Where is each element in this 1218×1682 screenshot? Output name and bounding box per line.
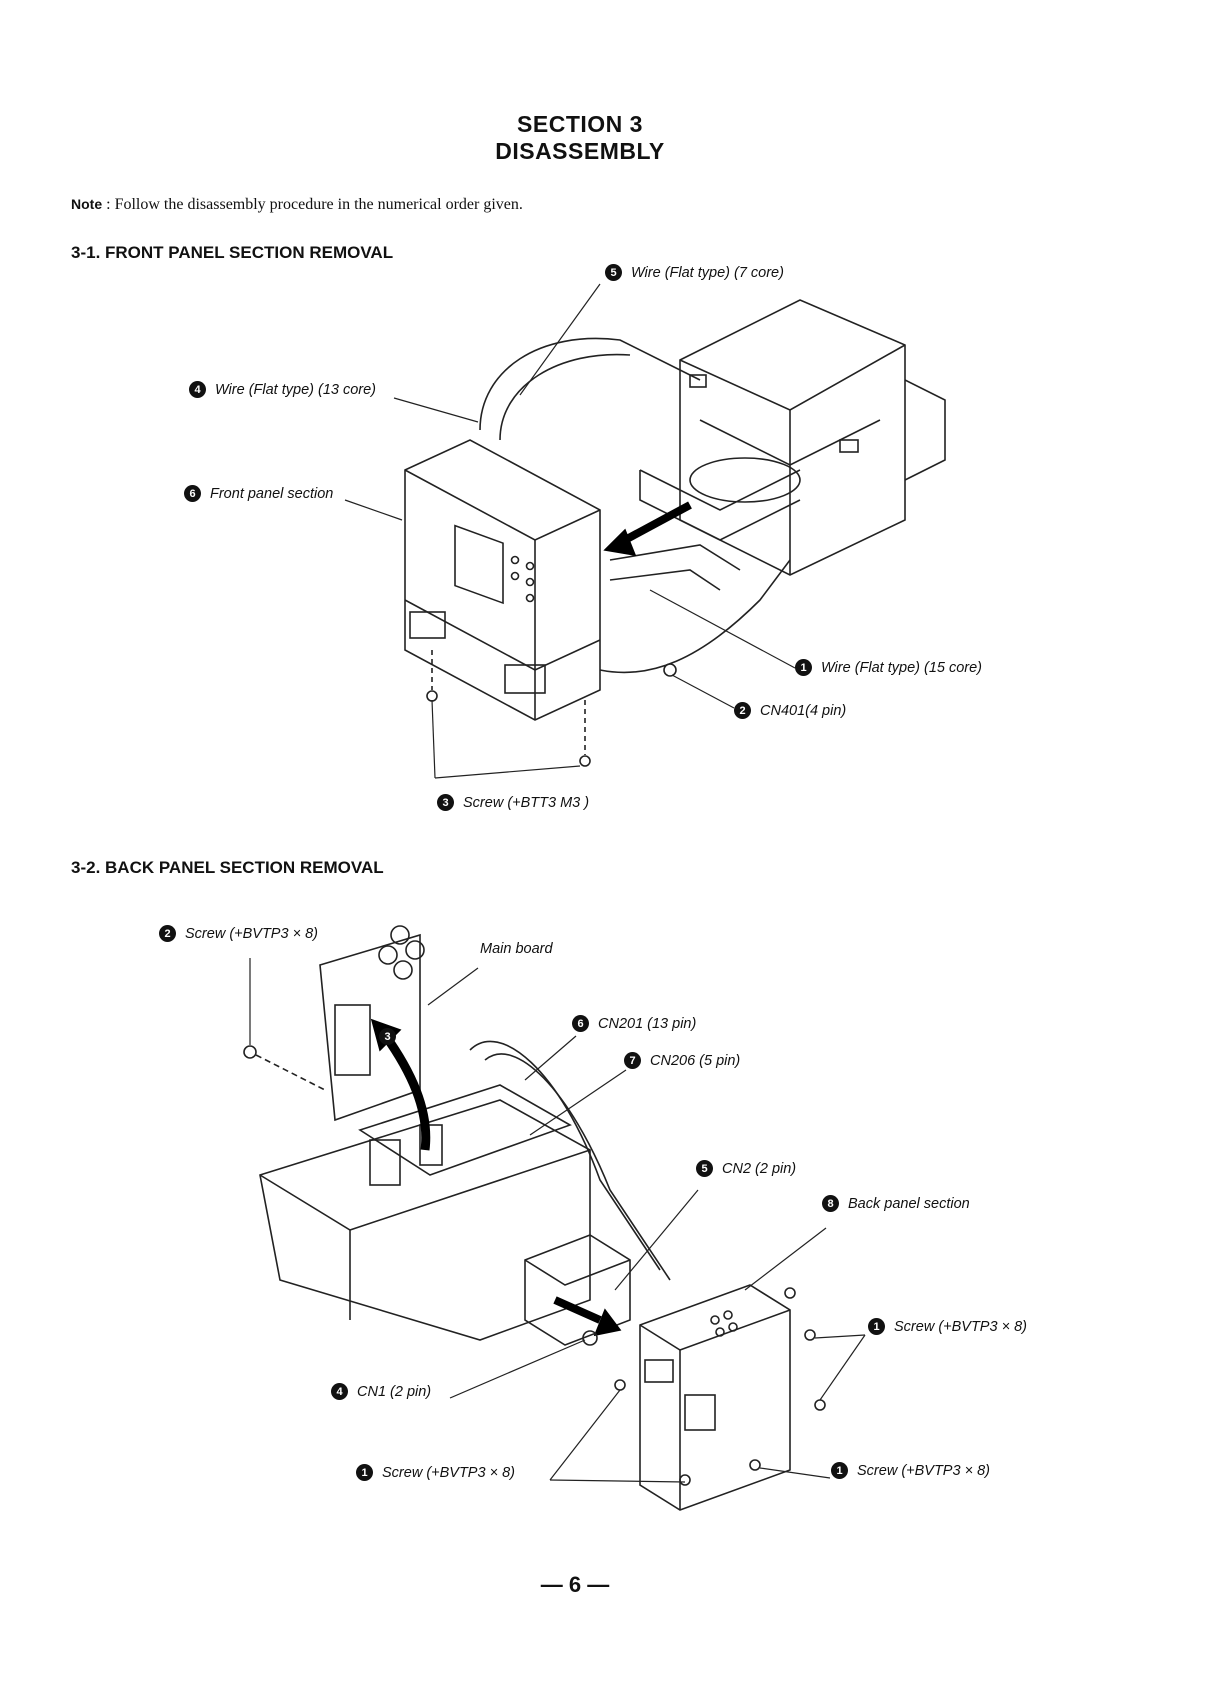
step-number: 7 bbox=[624, 1052, 641, 1069]
front-panel-drawing bbox=[404, 299, 946, 767]
callout-screw-main-board: 2 Screw (+BVTP3 × 8) bbox=[159, 925, 318, 942]
note-label: Note bbox=[71, 196, 103, 212]
step-number: 4 bbox=[189, 381, 206, 398]
callout-wire-13-core: 4 Wire (Flat type) (13 core) bbox=[189, 381, 376, 398]
back-panel-heading: 3-2. BACK PANEL SECTION REMOVAL bbox=[71, 858, 384, 877]
callout-text: Screw (+BVTP3 × 8) bbox=[857, 1462, 990, 1479]
step-number: 6 bbox=[184, 485, 201, 502]
callout-cn206: 7 CN206 (5 pin) bbox=[624, 1052, 740, 1069]
callout-text: CN401(4 pin) bbox=[760, 702, 847, 719]
step-number: 3 bbox=[437, 794, 454, 811]
procedure-note: Note : Follow the disassembly procedure … bbox=[71, 196, 523, 214]
step-number: 1 bbox=[831, 1462, 848, 1479]
callout-screw-back-bottom: 1 Screw (+BVTP3 × 8) bbox=[831, 1462, 990, 1479]
step-number: 5 bbox=[605, 264, 622, 281]
callout-wire-7-core: 5 Wire (Flat type) (7 core) bbox=[605, 264, 784, 281]
step-number: 3 bbox=[379, 1028, 396, 1045]
front-panel-heading: 3-1. FRONT PANEL SECTION REMOVAL bbox=[71, 243, 394, 262]
callout-screw-back-left: 1 Screw (+BVTP3 × 8) bbox=[356, 1464, 515, 1481]
back-panel-leaders bbox=[249, 958, 866, 1483]
callout-back-panel-section: 8 Back panel section bbox=[822, 1195, 970, 1212]
callout-cn1: 4 CN1 (2 pin) bbox=[331, 1383, 431, 1400]
callout-text: CN201 (13 pin) bbox=[598, 1015, 697, 1032]
callout-cn2: 5 CN2 (2 pin) bbox=[696, 1160, 796, 1177]
callout-text: Screw (+BVTP3 × 8) bbox=[185, 925, 318, 942]
step-number: 6 bbox=[572, 1015, 589, 1032]
back-panel-drawing bbox=[243, 925, 826, 1511]
section-title: DISASSEMBLY bbox=[495, 138, 665, 164]
callout-text: CN2 (2 pin) bbox=[722, 1160, 797, 1177]
callout-screw-back-right: 1 Screw (+BVTP3 × 8) bbox=[868, 1318, 1027, 1335]
step-number: 1 bbox=[356, 1464, 373, 1481]
callout-cn401: 2 CN401(4 pin) bbox=[734, 702, 846, 719]
section-number: SECTION 3 bbox=[517, 111, 643, 137]
callout-screw-btt3: 3 Screw (+BTT3 M3 ) bbox=[437, 794, 589, 811]
callout-text: Front panel section bbox=[210, 485, 334, 502]
callout-text: Wire (Flat type) (13 core) bbox=[215, 381, 377, 398]
step-number: 2 bbox=[159, 925, 176, 942]
callout-cn201: 6 CN201 (13 pin) bbox=[572, 1015, 696, 1032]
step-number: 1 bbox=[868, 1318, 885, 1335]
callout-front-panel-section: 6 Front panel section bbox=[184, 485, 333, 502]
callout-text: Screw (+BTT3 M3 ) bbox=[463, 794, 590, 811]
step-number: 1 bbox=[795, 659, 812, 676]
note-text: : Follow the disassembly procedure in th… bbox=[102, 196, 523, 213]
callout-text: Wire (Flat type) (15 core) bbox=[821, 659, 983, 676]
main-board-step-marker: 3 bbox=[379, 1028, 405, 1045]
callout-text: CN206 (5 pin) bbox=[650, 1052, 741, 1069]
callout-text: Screw (+BVTP3 × 8) bbox=[894, 1318, 1027, 1335]
step-number: 4 bbox=[331, 1383, 348, 1400]
page-number: — 6 — bbox=[540, 1572, 610, 1597]
callout-text: Wire (Flat type) (7 core) bbox=[631, 264, 784, 281]
callout-wire-15-core: 1 Wire (Flat type) (15 core) bbox=[795, 659, 982, 676]
step-number: 8 bbox=[822, 1195, 839, 1212]
callout-text: Main board bbox=[480, 941, 553, 957]
callout-text: Back panel section bbox=[848, 1195, 970, 1212]
front-panel-leaders bbox=[344, 283, 796, 779]
step-number: 2 bbox=[734, 702, 751, 719]
step-number: 5 bbox=[696, 1160, 713, 1177]
callout-text: Screw (+BVTP3 × 8) bbox=[382, 1464, 515, 1481]
callout-text: CN1 (2 pin) bbox=[357, 1383, 432, 1400]
callout-main-board: Main board bbox=[480, 941, 553, 957]
